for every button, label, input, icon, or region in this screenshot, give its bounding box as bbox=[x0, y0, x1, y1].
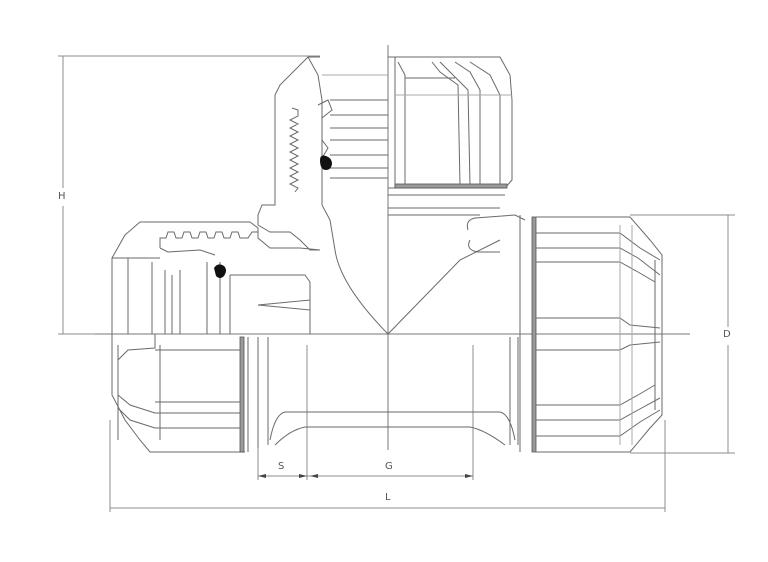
dimension-label-d: D bbox=[721, 329, 733, 341]
o-ring-seal-left bbox=[214, 264, 226, 278]
top-branch bbox=[257, 56, 513, 335]
right-branch bbox=[466, 214, 663, 453]
dimension-l bbox=[109, 420, 666, 512]
dimension-label-g: G bbox=[383, 461, 395, 473]
centerlines bbox=[95, 45, 690, 450]
center-body bbox=[257, 337, 519, 448]
left-branch bbox=[111, 221, 321, 453]
dimension-label-s: S bbox=[276, 461, 287, 473]
dimension-label-l: L bbox=[383, 492, 393, 504]
dimension-h bbox=[58, 55, 320, 335]
dimension-label-h: H bbox=[56, 191, 68, 203]
dimension-d bbox=[630, 214, 735, 454]
o-ring-seal-top bbox=[320, 155, 332, 170]
